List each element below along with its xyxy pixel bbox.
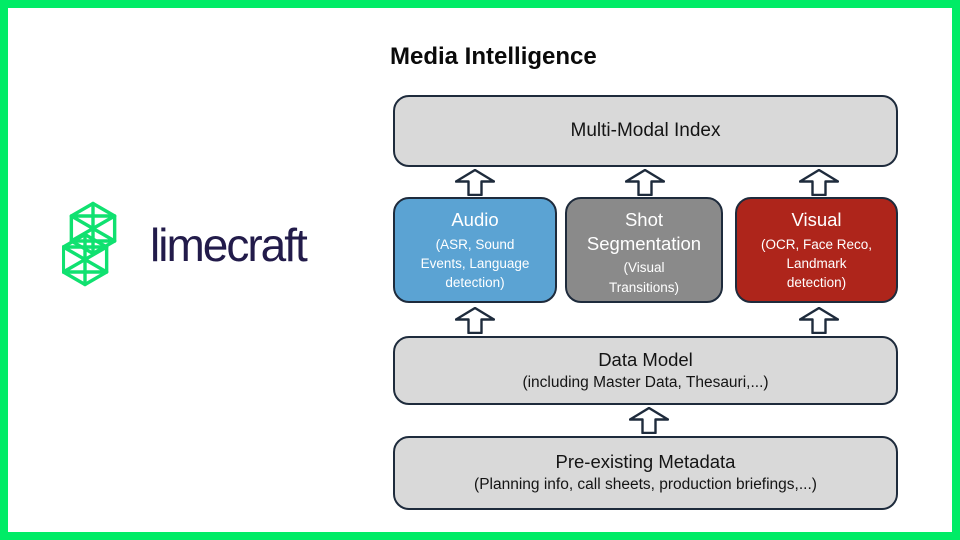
module-audio-title: Audio: [451, 209, 499, 230]
module-visual-subtitle: (OCR, Face Reco, Landmark detection): [760, 236, 873, 290]
data-model-subtitle: (including Master Data, Thesauri,...): [522, 373, 769, 391]
module-audio-subtitle: (ASR, Sound Events, Language detection): [420, 236, 530, 290]
block-arrow-up-icon: [455, 307, 495, 334]
data-model-title: Data Model: [598, 348, 693, 370]
block-arrow-up-icon: [799, 169, 839, 196]
block-arrow-up-icon: [799, 307, 839, 334]
module-shot-segmentation-box: Shot Segmentation (Visual Transitions): [565, 197, 723, 303]
data-model-box: Data Model (including Master Data, Thesa…: [393, 336, 898, 405]
limecraft-wordmark: limecraft: [150, 219, 308, 271]
module-visual-title: Visual: [791, 209, 842, 230]
block-arrow-up-icon: [455, 169, 495, 196]
limecraft-logo-icon: [62, 201, 117, 287]
block-arrow-up-icon: [629, 407, 669, 434]
module-audio-box: Audio (ASR, Sound Events, Language detec…: [393, 197, 557, 303]
multi-modal-index-box: Multi-Modal Index: [393, 95, 898, 167]
module-shot-segmentation-subtitle: (Visual Transitions): [608, 260, 680, 295]
module-visual-box: Visual (OCR, Face Reco, Landmark detecti…: [735, 197, 898, 303]
module-shot-segmentation-title: Shot Segmentation: [586, 209, 702, 254]
block-arrow-up-icon: [625, 169, 665, 196]
diagram-title: Media Intelligence: [390, 43, 597, 70]
multi-modal-index-label: Multi-Modal Index: [570, 120, 721, 142]
pre-existing-metadata-title: Pre-existing Metadata: [555, 451, 736, 473]
pre-existing-metadata-box: Pre-existing Metadata (Planning info, ca…: [393, 436, 898, 510]
pre-existing-metadata-subtitle: (Planning info, call sheets, production …: [474, 476, 817, 494]
